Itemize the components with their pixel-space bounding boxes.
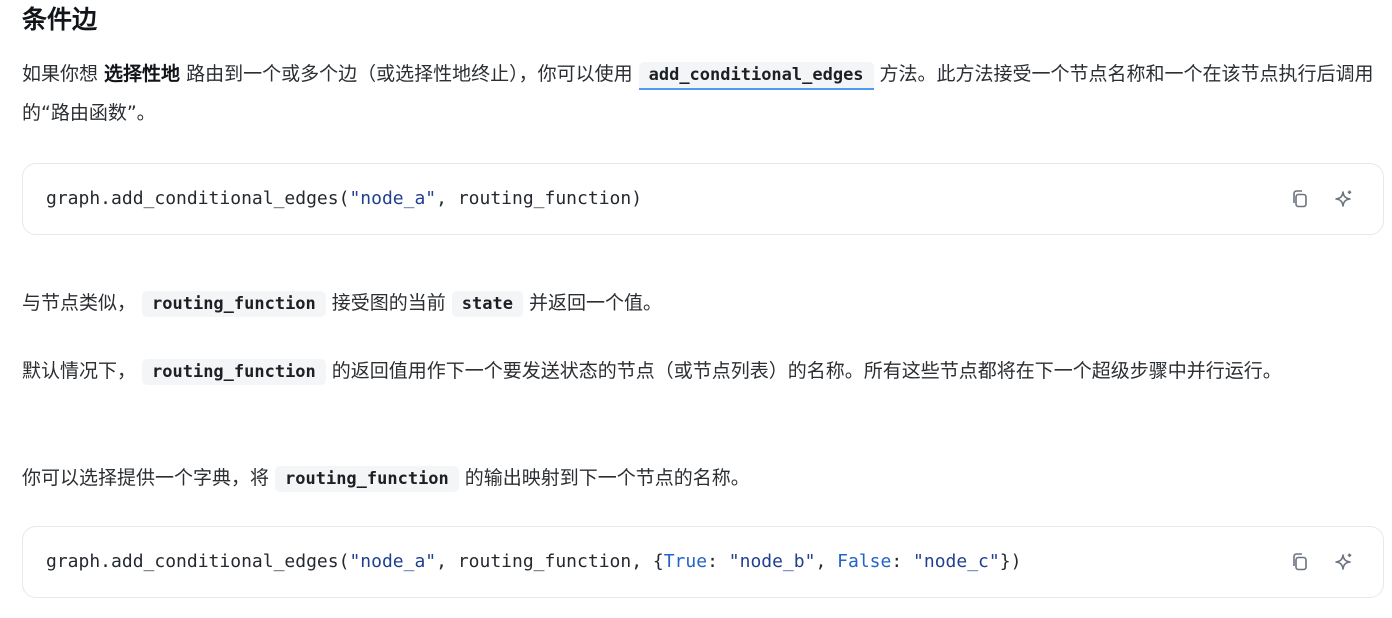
copy-icon[interactable] (1289, 551, 1311, 573)
sparkle-icon[interactable] (1333, 188, 1355, 210)
code-string: "node_a" (349, 551, 437, 572)
code-token: }) (999, 551, 1022, 572)
sparkle-icon[interactable] (1333, 551, 1355, 573)
code-token: , routing_function) (436, 188, 643, 209)
text: 的返回值用作下一个要发送状态的节点（或节点列表）的名称。所有这些节点都将在下一个… (331, 360, 1282, 382)
code-keyword: True (663, 551, 708, 572)
code-token: graph.add_conditional_edges( (46, 551, 350, 572)
code-block-1: graph.add_conditional_edges("node_a", ro… (22, 163, 1384, 235)
inline-code-routing-function: routing_function (142, 359, 326, 385)
text: 方法。此方法接受一个节点名称和一个在该节点执行后调用的“路由函数”。 (22, 63, 1374, 124)
code-token: : (891, 551, 914, 572)
text: 接受图的当前 (331, 292, 446, 314)
inline-code-state: state (451, 291, 523, 317)
add-conditional-edges-link[interactable]: add_conditional_edges (638, 62, 874, 90)
text: 并返回一个值。 (528, 292, 662, 314)
code-keyword: False (837, 551, 892, 572)
code-string: "node_c" (913, 551, 1000, 572)
code-line: graph.add_conditional_edges("node_a", ro… (46, 164, 642, 234)
bold-text: 选择性地 (104, 63, 181, 85)
code-token: , (815, 551, 838, 572)
inline-code-routing-function: routing_function (142, 291, 326, 317)
code-block-2: graph.add_conditional_edges("node_a", ro… (22, 526, 1384, 598)
code-token: : (707, 551, 729, 572)
code-token: graph.add_conditional_edges( (46, 188, 350, 209)
text: 默认情况下， (22, 360, 137, 382)
code-string: "node_b" (728, 551, 816, 572)
code-string: "node_a" (349, 188, 437, 209)
section-title: 条件边 (22, 5, 98, 34)
code-line: graph.add_conditional_edges("node_a", ro… (46, 527, 1021, 597)
text: 如果你想 (22, 63, 105, 85)
text: 的输出映射到下一个节点的名称。 (464, 467, 750, 489)
copy-icon[interactable] (1289, 188, 1311, 210)
code-token: , routing_function, { (436, 551, 664, 572)
text: 路由到一个或多个边（或选择性地终止），你可以使用 (180, 63, 633, 85)
inline-code-routing-function: routing_function (275, 466, 459, 492)
text: 你可以选择提供一个字典，将 (22, 467, 270, 489)
text: 与节点类似， (22, 292, 137, 314)
